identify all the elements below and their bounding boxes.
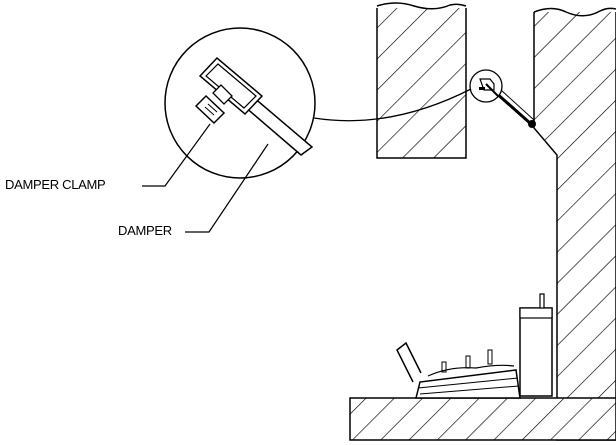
damper-label: DAMPER	[118, 223, 172, 238]
left-masonry-column	[375, 0, 468, 159]
enlarged-detail-view	[164, 27, 316, 179]
fireplace-insert	[396, 293, 553, 399]
damper-leader	[185, 143, 269, 233]
detail-leader-line	[313, 88, 472, 122]
hearth-floor	[349, 397, 616, 441]
detail-callout-small-circle	[469, 69, 503, 103]
damper-clamp-leader	[142, 123, 211, 187]
damper-clamp-label: DAMPER CLAMP	[5, 177, 106, 192]
